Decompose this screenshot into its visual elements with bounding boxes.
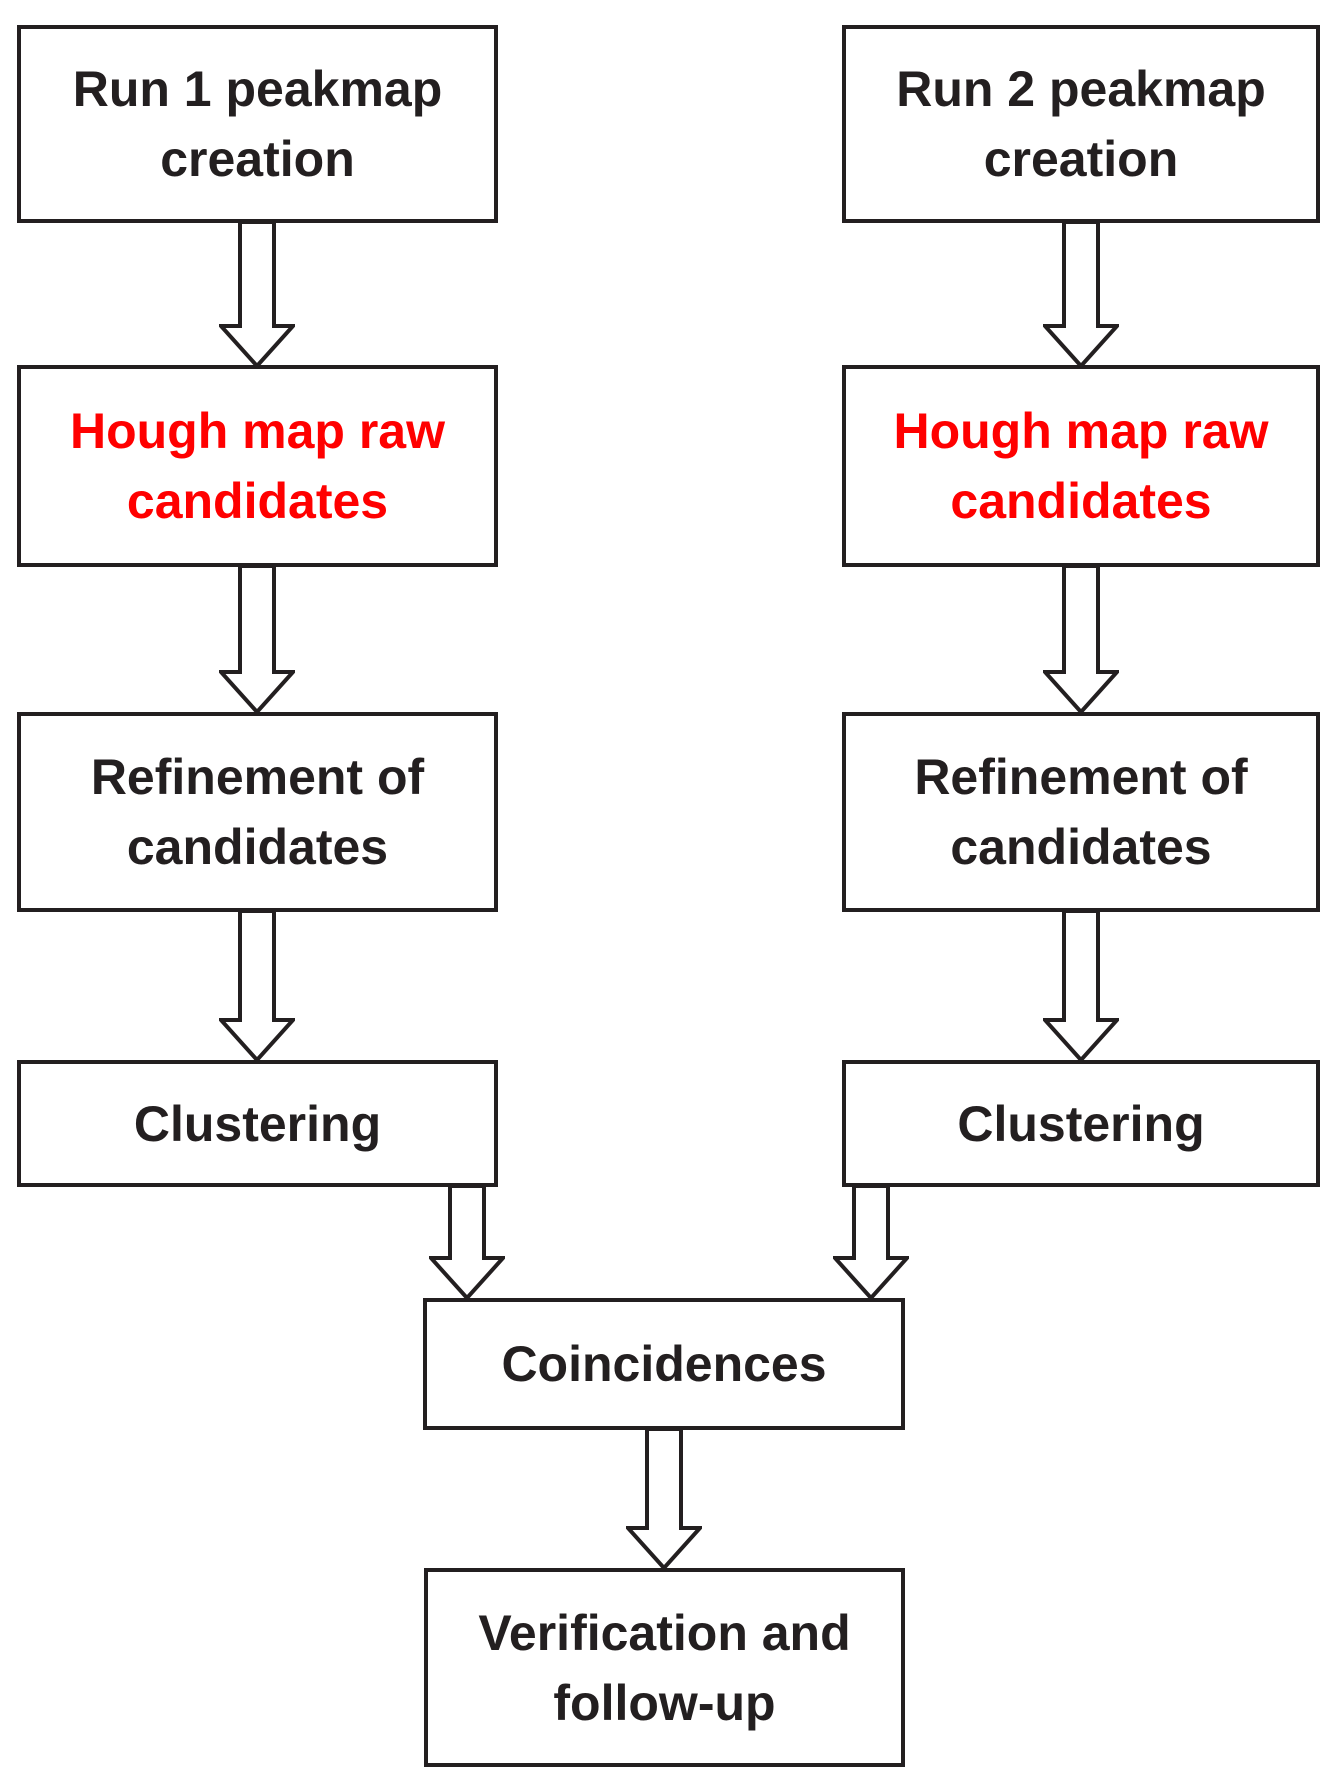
box-run2-clustering: Clustering (842, 1060, 1320, 1187)
down-arrow-icon-run1-to-hough (219, 220, 295, 368)
box-coincidences: Coincidences (423, 1298, 905, 1430)
down-arrow-icon-run2-to-hough (1043, 220, 1119, 368)
down-arrow-icon-coincidences-to-verification (626, 1427, 702, 1570)
box-verification-follow-up: Verification and follow-up (424, 1568, 905, 1767)
box-run1-peakmap-creation: Run 1 peakmap creation (17, 25, 498, 223)
down-arrow-icon-clustering2-to-coincidences (833, 1184, 909, 1300)
box-run1-refinement-of-candidates: Refinement of candidates (17, 712, 498, 912)
box-run2-hough-map-raw-candidates: Hough map raw candidates (842, 365, 1320, 567)
box-run1-clustering: Clustering (17, 1060, 498, 1187)
down-arrow-icon-clustering1-to-coincidences (429, 1184, 505, 1300)
box-run2-peakmap-creation: Run 2 peakmap creation (842, 25, 1320, 223)
down-arrow-icon-hough1-to-refinement (219, 564, 295, 714)
down-arrow-icon-hough2-to-refinement (1043, 564, 1119, 714)
down-arrow-icon-refinement1-to-clustering (219, 909, 295, 1062)
down-arrow-icon-refinement2-to-clustering (1043, 909, 1119, 1062)
box-run1-hough-map-raw-candidates: Hough map raw candidates (17, 365, 498, 567)
box-run2-refinement-of-candidates: Refinement of candidates (842, 712, 1320, 912)
